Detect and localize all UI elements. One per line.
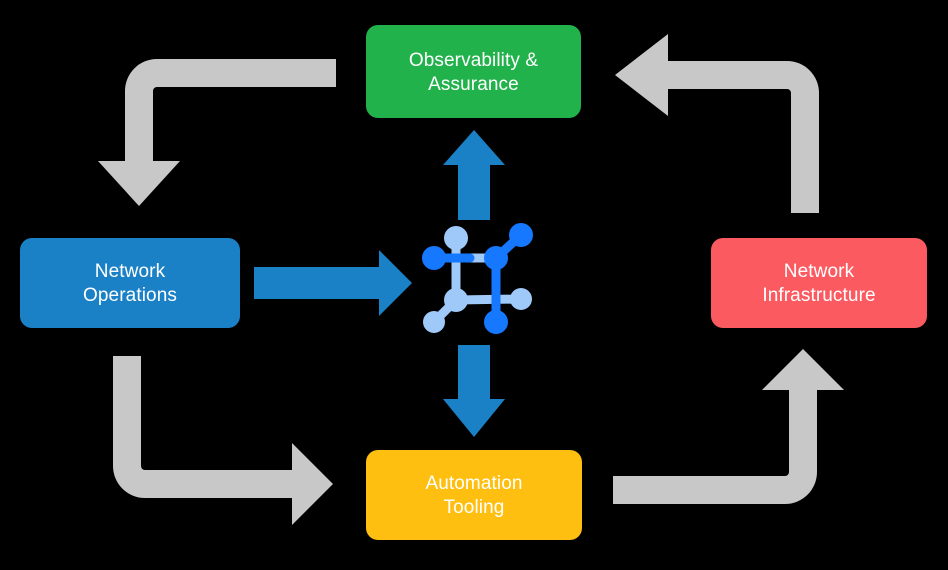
automation-tooling-node[interactable]: Automation Tooling [366,450,582,540]
network-operations-box[interactable] [20,238,240,328]
arrow-core-to-observability [443,130,505,220]
arrow-observability-to-operations [98,59,336,206]
arrow-infrastructure-to-observability [615,34,819,213]
observability-assurance-label-line1: Observability & [409,50,538,71]
network-topology-icon [422,223,533,334]
network-operations-label-line2: Operations [83,285,177,306]
network-operations-label-line1: Network [95,261,166,282]
observability-assurance-label-line2: Assurance [428,74,519,95]
arrow-core-to-automation [443,345,505,437]
arrow-automation-to-infrastructure [613,349,844,504]
network-infrastructure-node[interactable]: Network Infrastructure [711,238,927,328]
network-infrastructure-label-line2: Infrastructure [762,285,875,306]
automation-tooling-label-line1: Automation [425,473,522,494]
network-operations-node[interactable]: Network Operations [20,238,240,328]
automation-tooling-box[interactable] [366,450,582,540]
observability-assurance-node[interactable]: Observability & Assurance [366,25,581,118]
arrow-operations-to-automation [113,356,333,525]
automation-tooling-label-line2: Tooling [444,497,505,518]
network-infrastructure-label-line1: Network [784,261,855,282]
network-infrastructure-box[interactable] [711,238,927,328]
arrow-operations-to-core [254,250,412,316]
observability-assurance-box[interactable] [366,25,581,118]
